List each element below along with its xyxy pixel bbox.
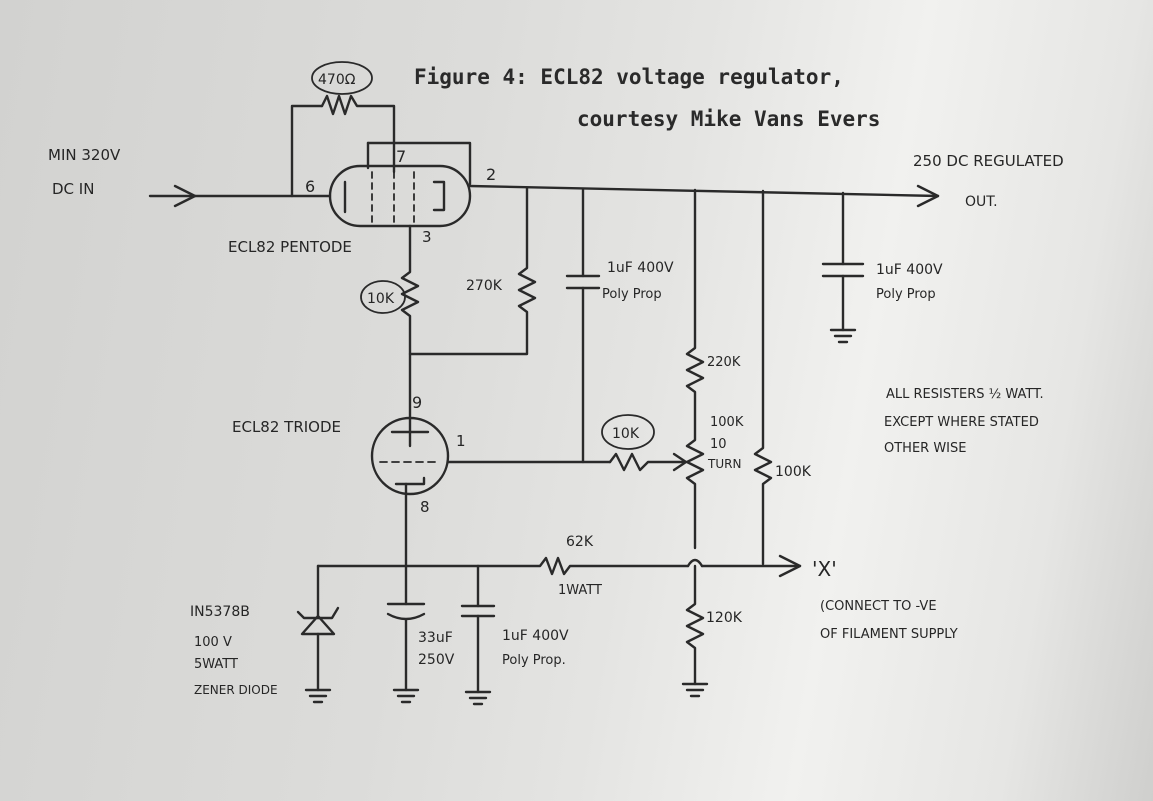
r100k-label: 100K [775,464,812,480]
output-rail [468,184,940,198]
cap-a-label-2: Poly Prop [602,287,662,302]
cap-33-plate-2 [386,612,426,621]
x-terminal-note-2: OF FILAMENT SUPPLY [820,627,958,642]
pot-label-3: TURN [707,457,741,471]
pentode-pin-2: 2 [486,165,496,184]
ground-zener [304,688,332,704]
r10k-label: 10K [367,291,395,307]
x-terminal-note-1: (CONNECT TO -VE [820,599,937,614]
r10k-grid-circle [601,414,655,450]
screen-loop-wire [366,141,472,186]
pentode-label: ECL82 PENTODE [228,238,352,256]
x-arrow [778,554,802,578]
r10k-grid-label: 10K [612,426,640,442]
triode-pin-1: 1 [456,432,466,450]
zener-label-4: ZENER DIODE [194,683,278,697]
pot-wiper-arrow [672,452,688,472]
output-label-line-2: OUT. [965,194,998,210]
pentode-pin-7: 7 [396,147,406,166]
ground-r120k [681,682,709,698]
r470-left-lead [290,104,324,198]
ground-cap-33 [392,688,420,704]
r220k-label: 220K [707,355,741,370]
pentode-anode [432,180,446,212]
r10k-grid [608,452,686,472]
title-line-2: courtesy Mike Vans Evers [577,107,880,131]
r470-circle [311,61,373,95]
cap-b-label-2: Poly Prop. [502,653,566,668]
r62k-label-1: 62K [566,534,594,550]
cap-33-label-2: 250V [418,652,455,668]
output-label-line-1: 250 DC REGULATED [913,152,1064,170]
note-line-2: EXCEPT WHERE STATED [884,415,1039,430]
r120k [685,564,705,686]
r470-resistor [320,94,396,145]
cap-out-label-2: Poly Prop [876,287,936,302]
zener-label-1: IN5378B [190,604,250,620]
cap-b-label-1: 1uF 400V [502,628,569,644]
triode-pin-8: 8 [420,498,430,516]
r220k-and-pot [685,188,705,550]
r10k-circle [360,280,406,314]
input-arrow [173,184,197,208]
triode-pin-9: 9 [412,393,422,412]
title-line-1: Figure 4: ECL82 voltage regulator, [414,65,844,89]
output-arrow [916,184,940,208]
input-label-line-2: DC IN [52,180,94,198]
note-line-3: OTHER WISE [884,441,966,456]
cap-out-label-1: 1uF 400V [876,262,943,278]
r62k-label-2: 1WATT [558,583,602,598]
r10k-pentode [400,224,420,448]
ground-cap-out [829,328,857,344]
cap-a-label-1: 1uF 400V [607,260,674,276]
zener-label-2: 100 V [194,635,232,650]
x-terminal-label: 'X' [812,557,837,581]
note-line-1: ALL RESISTERS ½ WATT. [886,387,1044,402]
zener-label-3: 5WATT [194,657,238,672]
zener-bar [296,606,340,620]
triode-envelope [370,416,450,496]
r270k [408,186,537,356]
wire-crossover [686,558,704,568]
r120k-label: 120K [706,610,743,626]
cap-33-label-1: 33uF [418,630,453,646]
r100k [753,189,773,566]
pentode-pin-3: 3 [422,228,432,246]
r470-label: 470Ω [318,72,356,88]
pot-label-2: 10 [710,437,727,452]
pentode-envelope [328,164,472,228]
r270k-label: 270K [466,278,503,294]
triode-label: ECL82 TRIODE [232,418,341,436]
ground-cap-b [464,690,492,706]
pot-label-1: 100K [710,415,744,430]
input-label-line-1: MIN 320V [48,146,121,164]
triode-cathode [394,476,426,486]
bottom-rail [316,556,802,576]
pentode-pin-6: 6 [305,177,315,196]
